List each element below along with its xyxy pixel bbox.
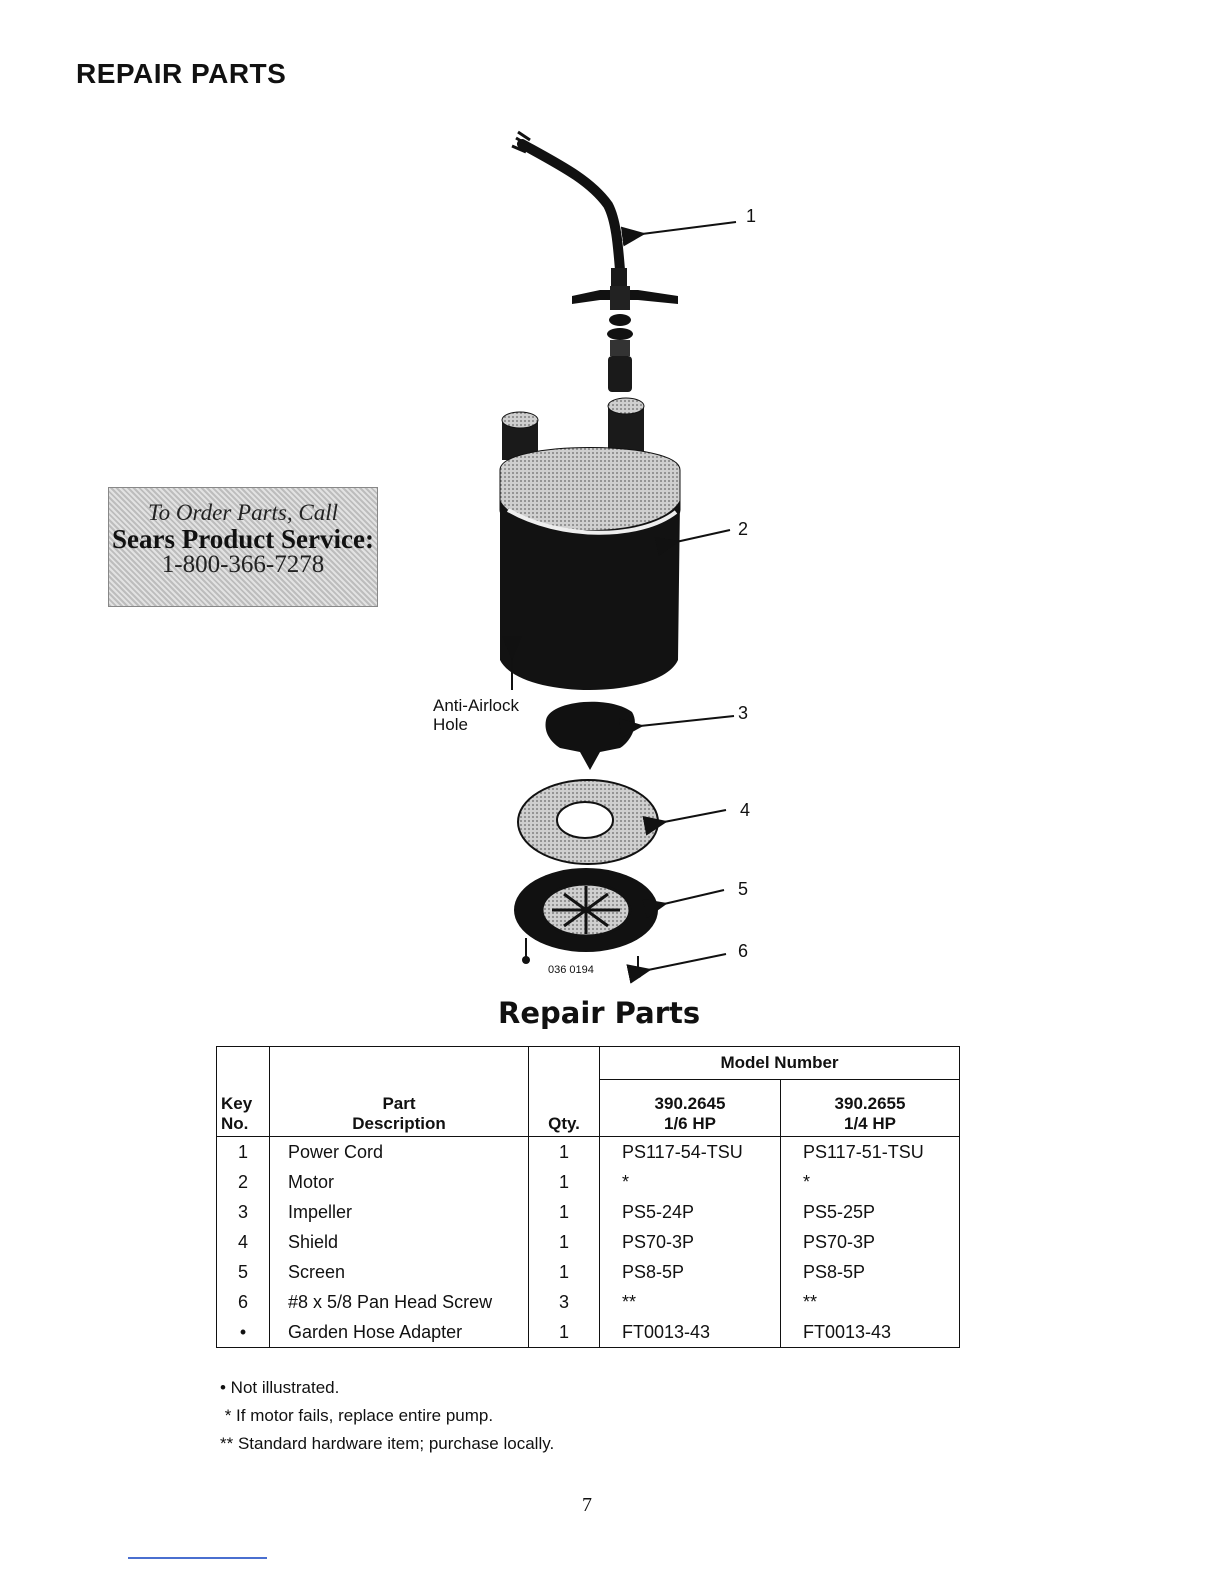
header-part-line-2: Description xyxy=(352,1114,446,1133)
callout-number-1: 1 xyxy=(746,206,757,226)
callout-arrows xyxy=(619,221,737,984)
table-notes: • Not illustrated. * If motor fails, rep… xyxy=(220,1374,554,1458)
header-key-line-1: Key xyxy=(221,1094,253,1113)
table-row: • Garden Hose Adapter 1 FT0013-43 FT0013… xyxy=(217,1317,960,1348)
table-row: 1 Power Cord 1 PS117-54-TSU PS117-51-TSU xyxy=(217,1136,960,1167)
model-b-cell: PS5-25P xyxy=(780,1197,960,1227)
key-cell: 1 xyxy=(237,1141,248,1162)
header-model-number: Model Number xyxy=(599,1046,960,1080)
page-heading: REPAIR PARTS xyxy=(76,58,287,89)
motor-housing xyxy=(499,397,681,690)
order-parts-callout: To Order Parts, Call Sears Product Servi… xyxy=(108,487,378,607)
header-model-b: 390.2655 1/4 HP xyxy=(780,1079,960,1137)
header-model-b-line-2: 1/4 HP xyxy=(844,1114,896,1133)
key-cell: • xyxy=(239,1321,247,1342)
anti-airlock-label-line-2: Hole xyxy=(433,715,468,734)
description-cell: Shield xyxy=(269,1227,529,1257)
header-model-a-line-2: 1/6 HP xyxy=(664,1114,716,1133)
model-b-cell: PS8-5P xyxy=(780,1257,960,1287)
note-not-illustrated: • Not illustrated. xyxy=(220,1378,340,1397)
page-number: 7 xyxy=(582,1494,592,1516)
shield-part xyxy=(517,779,659,865)
exploded-pump-diagram xyxy=(499,130,737,984)
callout-phone: 1-800-366-7278 xyxy=(161,551,325,578)
key-cell: 3 xyxy=(237,1201,248,1222)
cord-fitting xyxy=(572,268,678,392)
callout-line-2: Sears Product Service: xyxy=(112,524,374,554)
model-a-cell: PS70-3P xyxy=(599,1227,781,1257)
screen-part xyxy=(514,868,658,952)
callout-number-4: 4 xyxy=(740,800,751,820)
table-row: 3 Impeller 1 PS5-24P PS5-25P xyxy=(217,1197,960,1227)
qty-cell: 1 xyxy=(528,1136,600,1167)
header-model-a-line-1: 390.2645 xyxy=(654,1094,726,1113)
qty-cell: 3 xyxy=(528,1287,600,1317)
model-a-cell: PS117-54-TSU xyxy=(599,1136,781,1167)
table-row: 4 Shield 1 PS70-3P PS70-3P xyxy=(217,1227,960,1257)
model-b-cell: FT0013-43 xyxy=(780,1317,960,1348)
model-b-cell: ** xyxy=(780,1287,960,1317)
callout-number-3: 3 xyxy=(738,703,749,723)
note-motor-fails: * If motor fails, replace entire pump. xyxy=(220,1406,494,1425)
header-part-line-1: Part xyxy=(382,1094,416,1113)
anti-airlock-label-line-1: Anti-Airlock xyxy=(433,696,519,715)
description-cell: Impeller xyxy=(269,1197,529,1227)
model-b-cell: * xyxy=(780,1167,960,1197)
description-cell: Power Cord xyxy=(269,1136,529,1167)
key-cell: 2 xyxy=(237,1171,248,1192)
figure-code: 036 0194 xyxy=(548,964,594,976)
qty-cell: 1 xyxy=(528,1167,600,1197)
qty-cell: 1 xyxy=(528,1317,600,1348)
qty-cell: 1 xyxy=(528,1227,600,1257)
key-cell: 5 xyxy=(237,1261,248,1282)
bottom-rule xyxy=(128,1557,267,1559)
header-key-line-2: No. xyxy=(221,1114,249,1133)
header-model-a: 390.2645 1/6 HP xyxy=(599,1079,781,1137)
model-a-cell: PS5-24P xyxy=(599,1197,781,1227)
callout-number-6: 6 xyxy=(738,941,749,961)
power-cord xyxy=(511,130,625,275)
table-row: 6 #8 x 5/8 Pan Head Screw 3 ** ** xyxy=(217,1287,960,1317)
description-cell: Screen xyxy=(269,1257,529,1287)
qty-cell: 1 xyxy=(528,1197,600,1227)
header-part-description: Part Description xyxy=(269,1046,529,1137)
anti-airlock-label: Anti-Airlock Hole xyxy=(433,696,519,734)
key-cell: 6 xyxy=(237,1291,248,1312)
description-cell: Motor xyxy=(269,1167,529,1197)
note-standard-hardware: ** Standard hardware item; purchase loca… xyxy=(220,1434,555,1453)
header-qty: Qty. xyxy=(528,1046,600,1137)
callout-line-1: To Order Parts, Call xyxy=(147,500,338,525)
model-a-cell: FT0013-43 xyxy=(599,1317,781,1348)
key-cell: 4 xyxy=(237,1231,248,1252)
table-title: Repair Parts xyxy=(498,996,701,1030)
header-model-b-line-1: 390.2655 xyxy=(834,1094,906,1113)
model-a-cell: * xyxy=(599,1167,781,1197)
table-row: 2 Motor 1 * * xyxy=(217,1167,960,1197)
qty-cell: 1 xyxy=(528,1257,600,1287)
repair-parts-table: Key No. Part Description Qty. Model Numb… xyxy=(216,1046,960,1348)
model-a-cell: ** xyxy=(599,1287,781,1317)
model-b-cell: PS70-3P xyxy=(780,1227,960,1257)
description-cell: #8 x 5/8 Pan Head Screw xyxy=(269,1287,529,1317)
impeller xyxy=(545,701,635,770)
table-row: 5 Screen 1 PS8-5P PS8-5P xyxy=(217,1257,960,1287)
model-b-cell: PS117-51-TSU xyxy=(780,1136,960,1167)
callout-number-2: 2 xyxy=(738,519,749,539)
model-a-cell: PS8-5P xyxy=(599,1257,781,1287)
header-key-no: Key No. xyxy=(216,1046,270,1137)
callout-number-5: 5 xyxy=(738,879,749,899)
description-cell: Garden Hose Adapter xyxy=(269,1317,529,1348)
